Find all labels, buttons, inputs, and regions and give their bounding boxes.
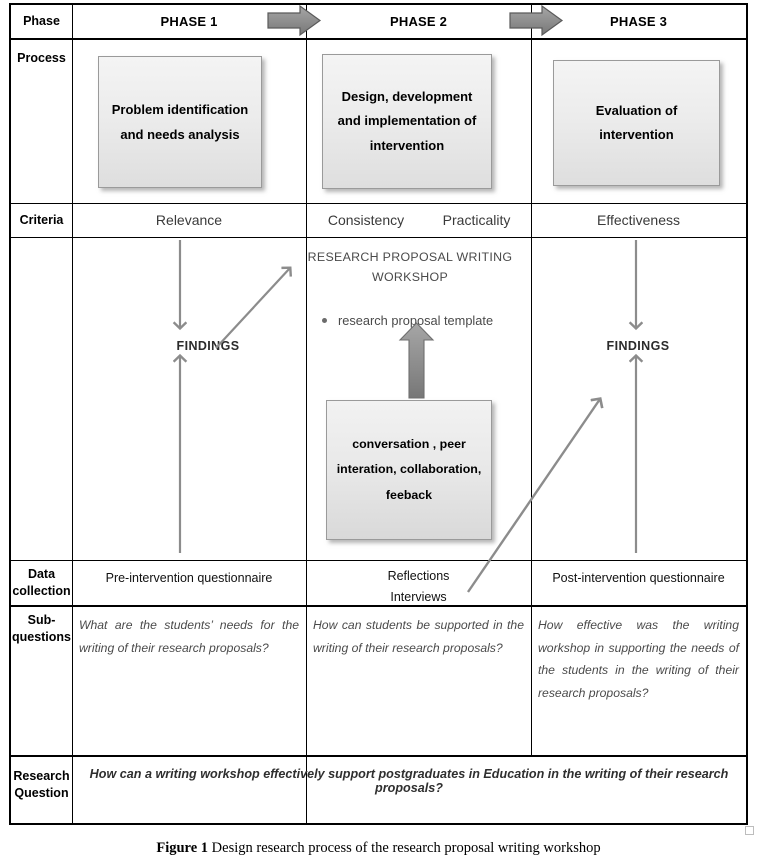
findings-label-left: FINDINGS bbox=[176, 339, 240, 353]
data-collection-phase-3: Post-intervention questionnaire bbox=[552, 571, 725, 585]
row-divider-sub-questions bbox=[11, 755, 746, 757]
column-divider-1 bbox=[72, 5, 73, 823]
row-label-research-question: Research Question bbox=[11, 755, 72, 815]
sub-question-phase-2: How can students be supported in the wri… bbox=[306, 605, 531, 755]
row-label-research-question-line1: Research bbox=[13, 769, 70, 784]
row-label-research-question-line2: Question bbox=[14, 786, 69, 800]
row-divider-phase bbox=[11, 38, 746, 40]
row-label-data-collection-line2: collection bbox=[12, 583, 71, 598]
research-question-cell: How can a writing workshop effectively s… bbox=[72, 755, 746, 823]
row-divider-process bbox=[11, 203, 746, 204]
process-box-phase-2-text: Design, development and implementation o… bbox=[337, 89, 477, 153]
findings-label-right: FINDINGS bbox=[606, 339, 670, 353]
workshop-title-line1: RESEARCH PROPOSAL WRITING bbox=[307, 250, 513, 264]
row-divider-criteria bbox=[11, 237, 746, 238]
process-box-phase-3: Evaluation of intervention bbox=[553, 60, 720, 186]
workshop-bullet-item: research proposal template bbox=[322, 313, 493, 328]
research-question-text: How can a writing workshop effectively s… bbox=[89, 767, 729, 795]
row-divider-data-collection bbox=[11, 605, 746, 607]
sub-question-phase-2-text: How can students be supported in the wri… bbox=[313, 618, 524, 655]
column-divider-2 bbox=[306, 5, 307, 825]
workshop-bullet-label: research proposal template bbox=[338, 313, 494, 328]
row-label-criteria: Criteria bbox=[19, 212, 64, 227]
conversation-box-text: conversation , peer interation, collabor… bbox=[336, 436, 482, 502]
sub-question-phase-3: How effective was the writing workshop i… bbox=[531, 605, 746, 755]
figure-caption: Figure 1 Design research process of the … bbox=[0, 840, 757, 857]
phase-2-header: PHASE 2 bbox=[389, 14, 448, 29]
data-collection-phase-2-line2: Interviews bbox=[390, 590, 447, 605]
sub-question-phase-1: What are the students’ needs for the wri… bbox=[72, 605, 306, 755]
process-box-phase-1: Problem identification and needs analysi… bbox=[98, 56, 262, 188]
data-collection-phase-2: Reflections Interviews bbox=[306, 560, 531, 605]
process-box-phase-1-text: Problem identification and needs analysi… bbox=[111, 101, 249, 142]
workshop-title-line2: WORKSHOP bbox=[371, 270, 449, 285]
sub-question-phase-3-text: How effective was the writing workshop i… bbox=[538, 618, 739, 700]
row-label-data-collection-line1: Data bbox=[27, 566, 56, 581]
figure-caption-label: Figure 1 bbox=[156, 840, 212, 856]
criteria-phase-2-practicality: Practicality bbox=[442, 212, 511, 228]
figure-caption-text: Design research process of the research … bbox=[211, 840, 601, 856]
criteria-phase-1: Relevance bbox=[155, 212, 223, 228]
row-divider-middle bbox=[11, 560, 746, 561]
row-label-data-collection: Data collection bbox=[11, 560, 72, 605]
row-label-sub-questions-line1: Sub- bbox=[27, 613, 56, 628]
phase-3-header: PHASE 3 bbox=[609, 14, 668, 29]
sub-question-phase-1-text: What are the students’ needs for the wri… bbox=[79, 618, 299, 655]
column-divider-3 bbox=[531, 5, 532, 755]
process-box-phase-3-text: Evaluation of intervention bbox=[595, 102, 678, 142]
process-box-phase-2: Design, development and implementation o… bbox=[322, 54, 492, 189]
row-label-phase: Phase bbox=[23, 14, 60, 29]
criteria-phase-2-consistency: Consistency bbox=[327, 212, 405, 228]
workshop-title: RESEARCH PROPOSAL WRITING WORKSHOP bbox=[305, 247, 515, 288]
process-table: Phase PHASE 1 PHASE 2 PHASE 3 Process Cr… bbox=[9, 3, 748, 825]
corner-marker bbox=[745, 826, 754, 835]
data-collection-phase-2-line1: Reflections bbox=[387, 569, 450, 583]
row-label-sub-questions-line2: questions bbox=[11, 630, 72, 644]
phase-1-header: PHASE 1 bbox=[160, 14, 218, 29]
data-collection-phase-1: Pre-intervention questionnaire bbox=[105, 571, 273, 585]
criteria-phase-3: Effectiveness bbox=[596, 212, 680, 228]
bullet-dot-icon bbox=[322, 318, 327, 323]
row-label-sub-questions: Sub- questions bbox=[11, 605, 72, 653]
conversation-box: conversation , peer interation, collabor… bbox=[326, 400, 492, 540]
row-label-process: Process bbox=[17, 50, 66, 65]
